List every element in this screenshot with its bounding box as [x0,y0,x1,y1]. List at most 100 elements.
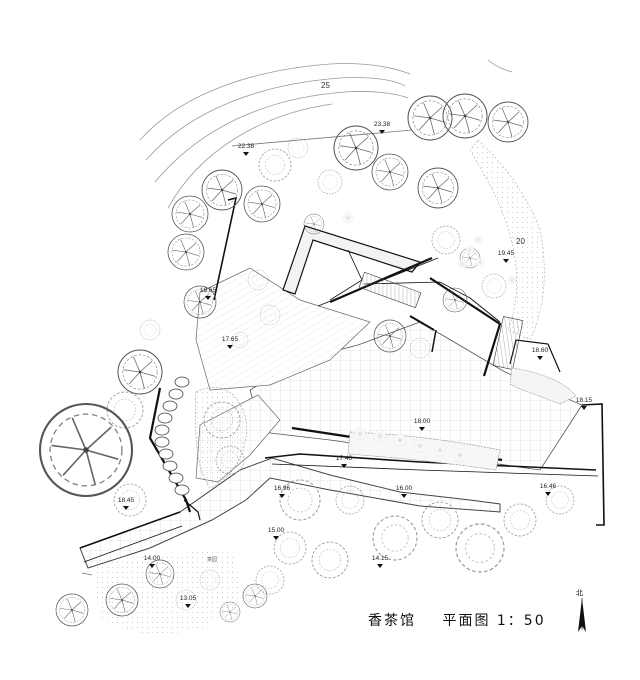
flowering-shrub [453,448,467,462]
elevation-value: 18.60 [532,347,549,354]
shrub-mass [273,531,307,565]
elevation-value: 16.00 [396,485,413,492]
shrub-mass [545,485,575,515]
contour-label-upper: 25 [321,81,330,90]
elevation-value: 14.15 [372,555,389,562]
elevation-marker: 15.00 [268,527,285,540]
elevation-triangle [341,464,347,468]
elevation-marker: 18.45 [118,497,135,510]
elevation-triangle [545,492,551,496]
flowering-shrub [465,245,475,255]
elevation-value: 18.45 [118,497,135,504]
elevation-value: 19.45 [498,250,515,257]
elevation-value: 13.05 [180,595,197,602]
flowering-shrub [507,275,517,285]
elevation-value: 15.00 [268,527,285,534]
flowering-shrub [457,259,467,269]
shrub-mass [481,273,507,299]
elevation-triangle [205,296,211,300]
north-label: 北 [576,589,583,597]
elevation-value: 17.46 [336,455,353,462]
elevation-triangle [537,356,543,360]
lawn-note: 茶园 [207,557,218,563]
elevation-value: 16.46 [540,483,557,490]
elevation-triangle [273,536,279,540]
tree-canopy [202,170,242,210]
elevation-value: 16.96 [274,485,291,492]
elevation-triangle [227,345,233,349]
shrub-mass [258,148,292,182]
elevation-value: 14.00 [144,555,161,562]
drawing-title: 香茶馆 平面图 1：50 [368,610,546,630]
elevation-triangle [279,494,285,498]
flowering-shrub [413,439,427,453]
elevation-triangle [243,152,249,156]
elevation-marker: 14.00 [144,555,161,568]
bottom-lawn [92,548,246,636]
elevation-triangle [185,604,191,608]
drawing-name: 香茶馆 [368,613,416,629]
shrub-mass [455,523,505,573]
elevation-triangle [377,564,383,568]
tree-canopy [118,350,162,394]
planting-bed-left [154,376,190,496]
contour-lines [139,59,513,209]
shrub-mass [311,541,349,579]
flowering-shrub [475,257,485,267]
contour-label-right: 20 [516,237,525,246]
elevation-marker: 16.96 [274,485,291,498]
flowering-shrub [342,212,354,224]
elevation-value: 17.65 [222,336,239,343]
elevation-triangle [149,564,155,568]
elevation-value: 18.00 [414,418,431,425]
shrub-mass [503,503,537,537]
elevation-marker: 16.00 [396,485,413,498]
shrub-mass [317,169,343,195]
elevation-marker: 18.00 [414,418,431,431]
lower-path [79,457,501,569]
elevation-marker: 17.65 [222,336,239,349]
elevation-marker: 18.60 [532,347,549,360]
elevation-marker: 13.05 [180,595,197,608]
elevation-marker: 19.65 [200,287,217,300]
tea-terrace-deck [195,267,371,391]
shrub-belt-east [469,139,545,341]
tree-canopy [443,94,487,138]
north-arrow [578,598,586,632]
elevation-marker: 16.46 [540,483,557,496]
elevation-triangle [379,130,385,134]
elevation-triangle [401,494,407,498]
flowering-shrub [373,429,387,443]
shrub-mass [139,319,161,341]
elevation-value: 22.38 [238,143,255,150]
flowering-shrub [433,443,447,457]
shrub-mass [431,225,461,255]
drawing-scale: 平面图 1：50 [442,613,546,629]
tree-canopy [488,102,528,142]
tree-canopy [168,234,204,270]
flowering-shrub [353,427,367,441]
flowering-shrub [393,433,407,447]
tree-canopy [40,404,132,496]
elevation-markers: 23.3822.3819.6519.4517.6518.6018.1518.00… [118,121,593,608]
shrub-mass [106,391,144,429]
hedge-east [509,367,577,405]
elevation-marker: 17.46 [336,455,353,468]
elevation-marker: 22.38 [238,143,255,156]
tree-canopy [334,126,378,170]
tree-canopy [408,96,452,140]
elevation-marker: 19.45 [498,250,515,263]
elevation-triangle [419,427,425,431]
tree-canopy [372,154,408,190]
tree-canopy [172,196,208,232]
shrub-mass [255,565,285,595]
elevation-marker: 23.38 [374,121,391,134]
elevation-marker: 14.15 [372,555,389,568]
elevation-value: 19.65 [200,287,217,294]
stair [358,271,422,309]
tree-canopy [243,584,267,608]
tree-canopy [244,186,280,222]
flowering-shrub [473,235,483,245]
